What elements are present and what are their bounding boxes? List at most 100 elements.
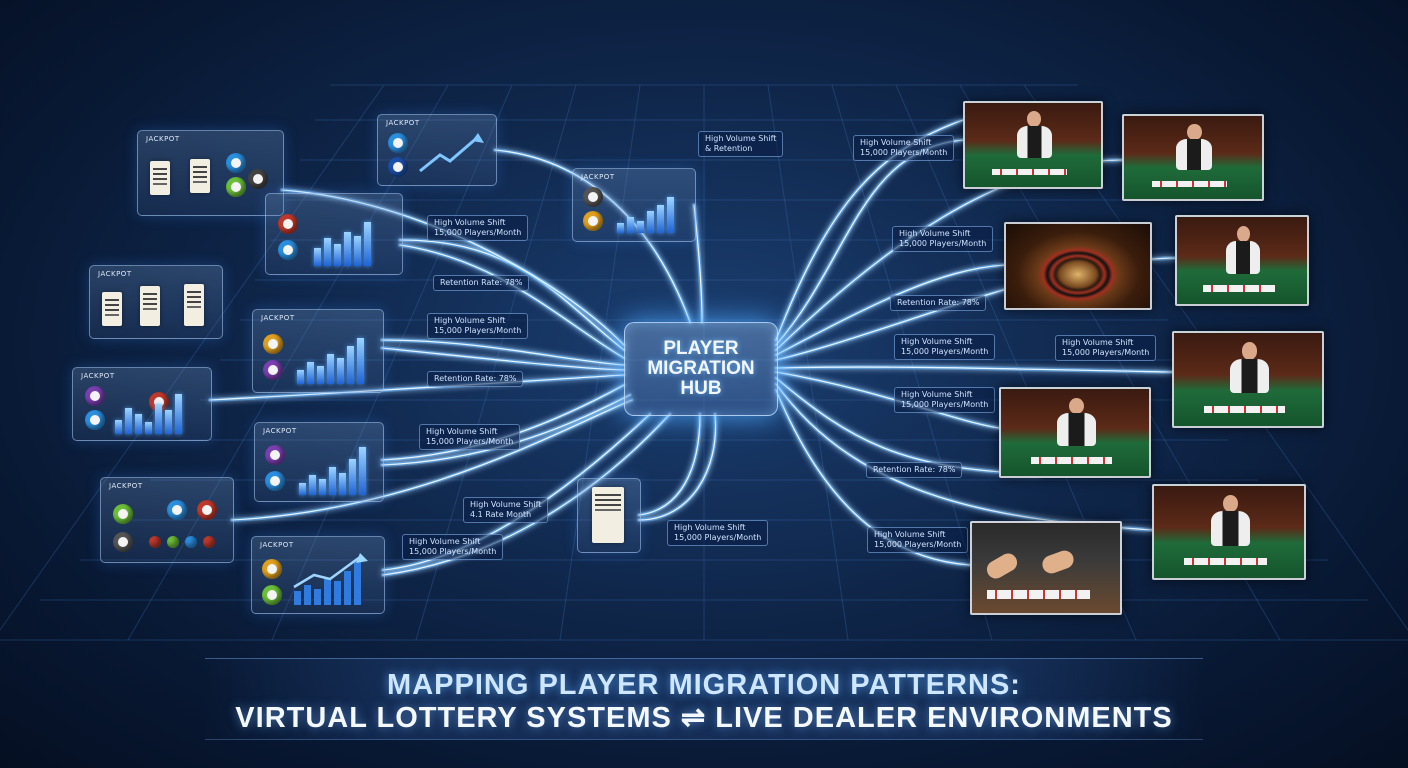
lottery-ball-icon xyxy=(197,500,217,520)
migration-flow-core xyxy=(638,413,701,516)
jackpot-label: JACKPOT xyxy=(260,541,294,549)
dealer-figure xyxy=(1057,397,1097,446)
migration-flow-core xyxy=(231,399,633,521)
title-line-2: VIRTUAL LOTTERY SYSTEMS ⇌ LIVE DEALER EN… xyxy=(235,702,1173,734)
lottery-panel-3 xyxy=(265,193,403,275)
lottery-ticket-icon xyxy=(592,487,624,543)
lottery-ball-icon xyxy=(113,504,133,524)
hub-label: PLAYER MIGRATION HUB xyxy=(647,338,755,399)
lottery-ticket-panel xyxy=(577,478,641,553)
lottery-ticket-icon xyxy=(184,284,204,326)
jackpot-label: JACKPOT xyxy=(263,427,297,435)
jackpot-label: JACKPOT xyxy=(386,119,420,127)
lottery-ball-icon xyxy=(85,386,105,406)
hand-graphic xyxy=(983,550,1021,582)
lottery-panel-1: JACKPOT xyxy=(137,130,284,216)
migration-flow-core xyxy=(381,339,625,366)
live-dealer-photo-cards xyxy=(1152,484,1306,580)
stat-tag: High Volume Shift& Retention xyxy=(698,131,784,157)
lottery-ball-icon xyxy=(388,133,408,153)
lottery-ball-icon xyxy=(265,445,285,465)
lottery-ball-icon xyxy=(113,532,133,552)
lottery-ticket-icon xyxy=(150,161,170,195)
lottery-panel-9: JACKPOT xyxy=(251,536,385,614)
lottery-ball-icon xyxy=(265,471,285,491)
jackpot-label: JACKPOT xyxy=(98,270,132,278)
migration-flow-core xyxy=(775,366,1173,373)
lottery-panel-6: JACKPOT xyxy=(72,367,212,441)
trend-arrow-icon xyxy=(293,553,368,605)
playing-cards xyxy=(1203,405,1285,413)
lottery-ball-icon xyxy=(263,334,283,354)
lottery-panel-7: JACKPOT xyxy=(254,422,384,502)
migration-flow-core xyxy=(775,389,971,566)
lottery-ball-icon xyxy=(149,392,169,412)
lottery-ticket-icon xyxy=(190,159,210,193)
lottery-ball-icon xyxy=(185,536,197,548)
stat-tag: Retention Rate: 78% xyxy=(866,462,963,478)
playing-cards xyxy=(1151,180,1228,188)
live-dealer-hands-photo xyxy=(970,521,1122,615)
lottery-ball-icon xyxy=(583,211,603,231)
lottery-ball-icon xyxy=(248,169,268,189)
live-dealer-photo-table xyxy=(1175,215,1309,306)
stat-tag: Retention Rate: 78% xyxy=(427,371,524,387)
player-migration-hub: PLAYER MIGRATION HUB xyxy=(624,322,778,416)
playing-cards xyxy=(1184,557,1267,566)
playing-cards xyxy=(992,168,1067,176)
jackpot-label: JACKPOT xyxy=(581,173,615,181)
bar-graphic xyxy=(115,390,182,434)
lottery-ball-icon xyxy=(167,536,179,548)
migration-flow-core xyxy=(638,413,717,521)
dealer-figure xyxy=(1230,342,1270,394)
hand-graphic xyxy=(1039,548,1077,576)
live-dealer-photo-baccarat xyxy=(1122,114,1264,201)
dealer-figure xyxy=(1226,225,1260,274)
stat-tag: Retention Rate: 78% xyxy=(433,275,530,291)
trend-arrow-icon xyxy=(419,133,484,173)
jackpot-label: JACKPOT xyxy=(109,482,143,490)
bar-graphic xyxy=(299,445,366,495)
lottery-panel-8: JACKPOT xyxy=(100,477,234,563)
live-dealer-photo-blackjack xyxy=(963,101,1103,189)
migration-flow-core xyxy=(775,264,1005,356)
bar-graphic xyxy=(314,218,371,266)
lottery-ball-icon xyxy=(226,177,246,197)
lottery-panel-4: JACKPOT xyxy=(89,265,223,339)
dealer-figure xyxy=(1016,111,1053,158)
dealer-figure xyxy=(1211,495,1250,546)
title-line-1: MAPPING PLAYER MIGRATION PATTERNS: xyxy=(387,669,1021,701)
migration-flow-core xyxy=(494,149,691,323)
lottery-ball-icon xyxy=(278,240,298,260)
playing-cards xyxy=(986,589,1091,599)
lottery-ball-icon xyxy=(263,360,283,380)
lottery-ball-icon xyxy=(262,559,282,579)
lottery-ball-icon xyxy=(149,536,161,548)
live-dealer-photo-roulette-table xyxy=(999,387,1151,478)
jackpot-label: JACKPOT xyxy=(81,372,115,380)
lottery-ticket-icon xyxy=(102,292,122,326)
live-dealer-photo-poker xyxy=(1172,331,1324,428)
lottery-panel-2: JACKPOT xyxy=(377,114,497,186)
migration-flow-core xyxy=(381,394,631,466)
jackpot-label: JACKPOT xyxy=(261,314,295,322)
migration-flow-core xyxy=(775,377,1041,475)
bar-graphic xyxy=(297,336,364,384)
lottery-ball-icon xyxy=(262,585,282,605)
migration-flow-core xyxy=(399,244,625,359)
migration-flow-core xyxy=(381,347,625,371)
lottery-panel-10: JACKPOT xyxy=(572,168,696,242)
lottery-ball-icon xyxy=(85,410,105,430)
dealer-figure xyxy=(1176,124,1213,170)
